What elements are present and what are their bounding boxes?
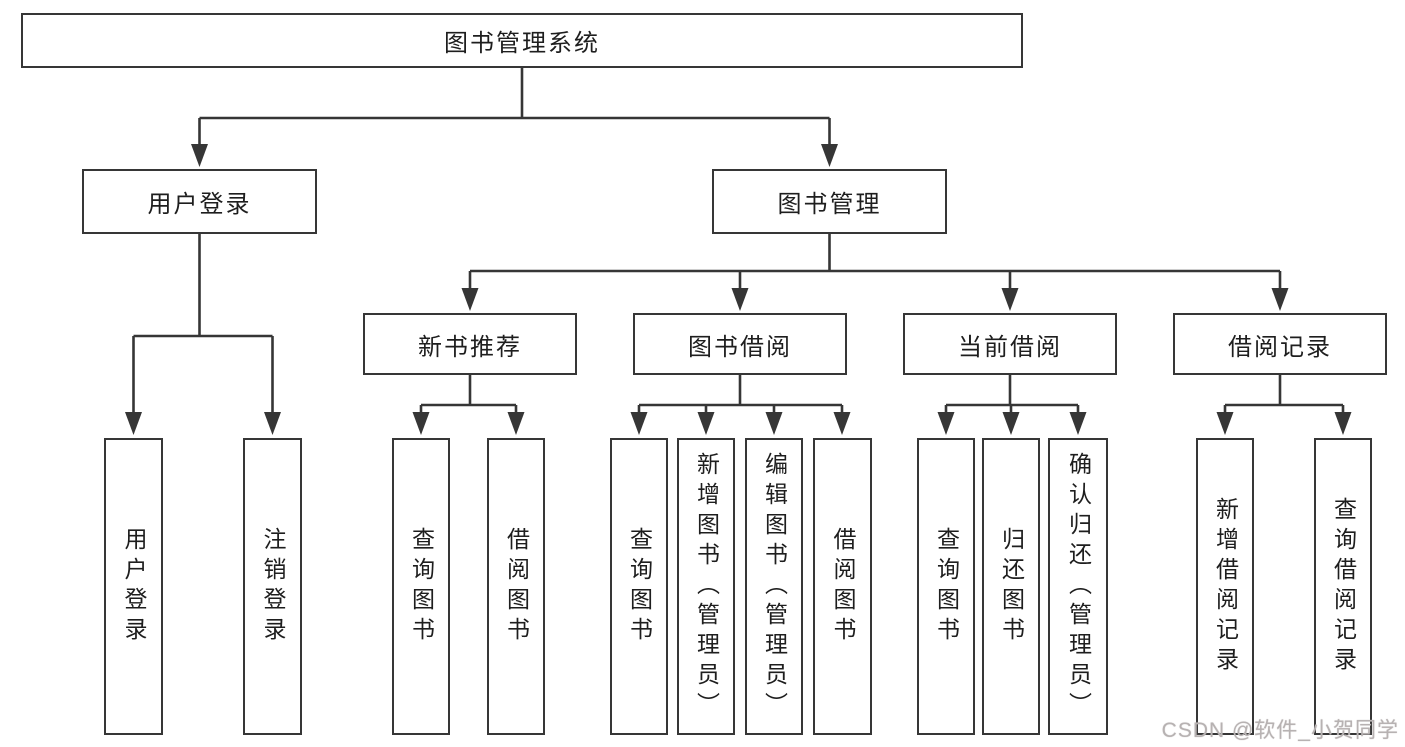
leaf-current-query-books: 查询图书: [917, 438, 975, 735]
node-root-system: 图书管理系统: [21, 13, 1023, 68]
watermark: CSDN @软件_小贺同学: [1161, 719, 1399, 742]
node-book-management: 图书管理: [712, 169, 947, 234]
leaf-records-query-record: 查询借阅记录: [1314, 438, 1372, 735]
node-new-book-recommend: 新书推荐: [363, 313, 577, 375]
leaf-borrow-add-books-admin: 新增图书（管理员）: [677, 438, 735, 735]
leaf-current-confirm-return-admin: 确认归还（管理员）: [1048, 438, 1108, 735]
leaf-borrow-borrow-books: 借阅图书: [813, 438, 872, 735]
leaf-logout: 注销登录: [243, 438, 302, 735]
leaf-current-return-books: 归还图书: [982, 438, 1040, 735]
leaf-borrow-edit-books-admin: 编辑图书（管理员）: [745, 438, 803, 735]
leaf-user-login: 用户登录: [104, 438, 163, 735]
node-borrow-records: 借阅记录: [1173, 313, 1387, 375]
arrowheads: [125, 144, 1352, 435]
node-user-login: 用户登录: [82, 169, 317, 234]
leaf-recommend-query-books: 查询图书: [392, 438, 450, 735]
leaf-recommend-borrow-books: 借阅图书: [487, 438, 545, 735]
leaf-borrow-query-books: 查询图书: [610, 438, 668, 735]
node-current-borrow: 当前借阅: [903, 313, 1117, 375]
node-book-borrow: 图书借阅: [633, 313, 847, 375]
leaf-records-add-record: 新增借阅记录: [1196, 438, 1254, 735]
